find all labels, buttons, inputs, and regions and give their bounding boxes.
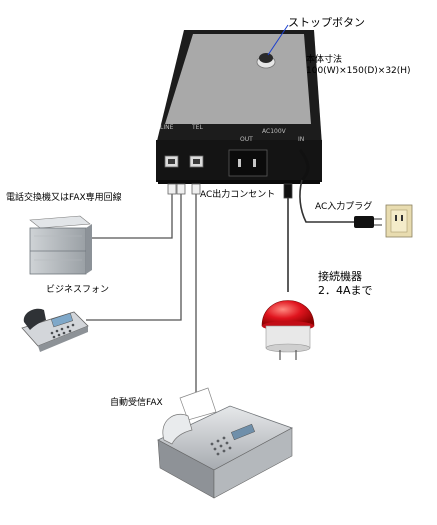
business-phone	[21, 308, 89, 352]
stop-button-label: ストップボタン	[288, 16, 365, 29]
modular-plugs	[167, 183, 293, 199]
panel-out-label: OUT	[240, 136, 253, 143]
phone-display	[50, 312, 74, 328]
auto-fax-label: 自動受信FAX	[110, 398, 163, 408]
fax-display	[230, 423, 256, 441]
panel-ac-voltage-label: AC100V	[262, 128, 286, 135]
business-phone-label: ビジネスフォン	[46, 285, 110, 295]
fax-paper	[179, 387, 217, 421]
ac-outlet-socket	[228, 149, 268, 177]
stop-button-cap	[259, 53, 273, 63]
warning-lamp	[261, 300, 315, 360]
connected-device-title: 接続機器	[318, 270, 362, 283]
fax-handset	[162, 414, 193, 445]
pbx-unit	[29, 215, 92, 275]
device-top-panel	[165, 34, 311, 124]
cables	[86, 179, 358, 392]
wall-outlet	[385, 204, 413, 238]
phone-handset	[23, 308, 46, 330]
tel-cable	[86, 186, 182, 321]
ac-input-plug	[354, 216, 382, 228]
line-cable	[86, 186, 173, 239]
main-device	[156, 24, 322, 184]
pbx-label: 電話交換機又はFAX専用回線	[6, 193, 122, 203]
lamp-dome	[261, 300, 315, 327]
ac-outlet-label: AC出力コンセント	[200, 190, 276, 200]
ac-plug-label: AC入力プラグ	[315, 202, 373, 212]
panel-line-label: LINE	[160, 124, 174, 131]
connected-device-limit: 2．4Aまで	[318, 284, 373, 297]
fax-machine	[157, 387, 293, 499]
ac-input-cable	[299, 179, 358, 223]
panel-tel-label: TEL	[192, 124, 203, 131]
stop-button-pointer	[267, 24, 289, 56]
device-size-value: 100(W)×150(D)×32(H)	[306, 66, 411, 76]
panel-in-label: IN	[298, 136, 305, 143]
device-size-title: 本体寸法	[306, 55, 343, 65]
